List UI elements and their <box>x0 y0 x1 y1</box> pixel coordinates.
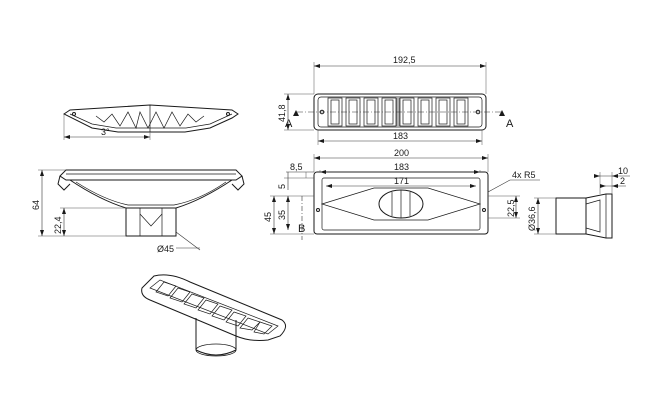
dim-height: 41,8 <box>277 104 287 122</box>
dim-angle: 3° <box>101 127 110 137</box>
dim-corner-radius: 4x R5 <box>512 170 536 180</box>
section-label-a-right: A <box>506 118 514 130</box>
dim-inner-length: 183 <box>393 131 408 141</box>
dim-width-mid: 183 <box>394 162 409 172</box>
dim-width-inner: 171 <box>394 176 409 186</box>
nozzle-view: Ø36,6 10 2 <box>527 166 630 239</box>
plan-view: 200 183 171 8,5 5 45 35 B <box>263 148 540 240</box>
iso-slats <box>155 281 273 335</box>
dim-offset-top: 5 <box>277 184 287 189</box>
side-profile: 3° <box>63 104 239 140</box>
dim-diameter: Ø45 <box>157 244 174 254</box>
isometric-view <box>141 274 286 357</box>
dim-nozzle-diameter: Ø36,6 <box>527 206 537 231</box>
dim-offset-left: 8,5 <box>290 162 303 172</box>
dim-width-total: 200 <box>394 148 409 158</box>
dim-overall-length: 192,5 <box>393 55 416 65</box>
dim-right-height: 22,5 <box>506 199 516 217</box>
dim-height-total: 64 <box>31 200 41 210</box>
dim-height-total-plan: 45 <box>263 212 273 222</box>
dim-height-lower: 22,4 <box>53 216 63 234</box>
dim-height-inner: 35 <box>277 210 287 220</box>
dim-nozzle-small: 2 <box>620 176 625 186</box>
front-section: 64 22,4 Ø45 <box>31 169 245 254</box>
dim-nozzle-top: 10 <box>618 166 628 176</box>
top-view: A A 192,5 41,8 183 <box>277 55 514 145</box>
section-label-b: B <box>298 223 305 235</box>
